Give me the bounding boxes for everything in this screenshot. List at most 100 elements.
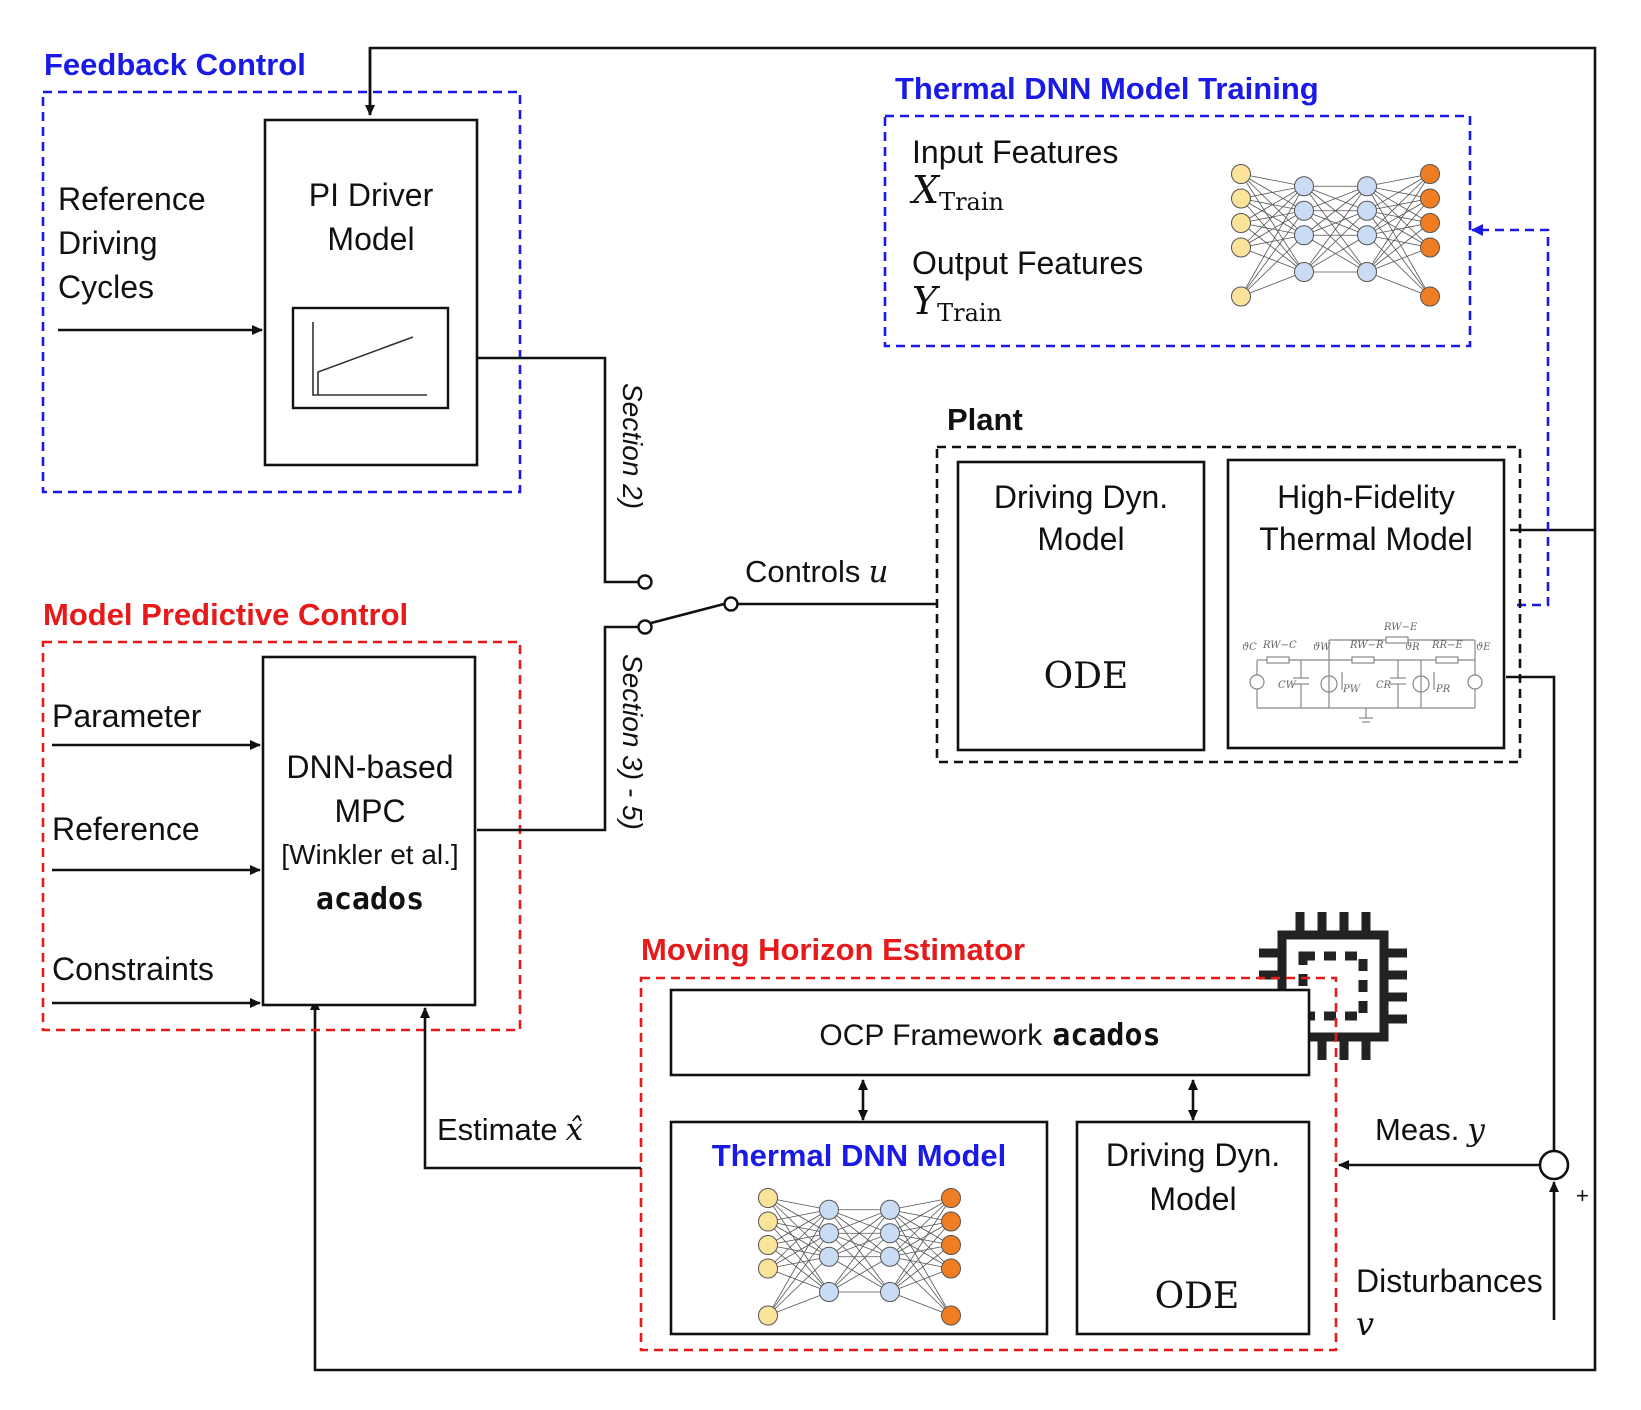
nn-node bbox=[819, 1199, 839, 1220]
measurement-path: + Meas.y Disturbances v bbox=[1338, 675, 1589, 1343]
nn-node bbox=[941, 1188, 961, 1208]
nn-node bbox=[1357, 200, 1377, 221]
svg-text:RW−E: RW−E bbox=[1383, 622, 1418, 633]
dnn-mpc-citation: [Winkler et al.] bbox=[281, 839, 458, 870]
pi-driver-plot bbox=[291, 306, 450, 410]
svg-text:PR: PR bbox=[1435, 684, 1451, 695]
nn-edge bbox=[828, 1209, 891, 1258]
nn-edge bbox=[889, 1268, 952, 1293]
nn-node bbox=[880, 1282, 900, 1302]
nn-edge bbox=[767, 1209, 830, 1269]
constraints-label: Constraints bbox=[52, 951, 214, 987]
mpc-group: Model Predictive Control Parameter Refer… bbox=[41, 597, 522, 1032]
nn-edge bbox=[767, 1209, 830, 1246]
outer-feedback-loop bbox=[310, 46, 1597, 1372]
nn-node bbox=[941, 1211, 961, 1232]
nn-edge bbox=[1240, 185, 1305, 199]
nn-edge bbox=[767, 1291, 830, 1316]
plant-thermal-label-1: High-Fidelity bbox=[1277, 479, 1455, 515]
plus-sign: + bbox=[1576, 1183, 1589, 1208]
plant-thermal-block bbox=[1226, 458, 1506, 750]
mhe-title: Moving Horizon Estimator bbox=[641, 932, 1025, 967]
nn-edge bbox=[767, 1197, 830, 1293]
nn-node bbox=[819, 1282, 839, 1302]
svg-text:ϑE: ϑE bbox=[1476, 642, 1491, 653]
feedback-control-title: Feedback Control bbox=[44, 47, 306, 82]
nn-edge bbox=[828, 1232, 891, 1258]
mhe-neural-network-icon bbox=[758, 1188, 961, 1326]
dnn-mpc-acados: acados bbox=[316, 882, 424, 917]
meas-label: Meas.y bbox=[1375, 1112, 1485, 1148]
nn-node bbox=[1294, 200, 1314, 221]
nn-edge bbox=[767, 1256, 830, 1316]
nn-edge bbox=[1240, 234, 1305, 297]
svg-text:PW: PW bbox=[1342, 684, 1361, 695]
svg-text:ϑW: ϑW bbox=[1313, 642, 1331, 653]
nn-edge bbox=[828, 1232, 891, 1293]
x-train-label: XTrain bbox=[909, 168, 1004, 216]
mhe-thermal-dnn-label: Thermal DNN Model bbox=[712, 1138, 1007, 1173]
nn-node bbox=[758, 1188, 778, 1208]
plant-title: Plant bbox=[947, 402, 1023, 437]
reference-label: Reference bbox=[52, 811, 200, 847]
nn-edge bbox=[889, 1244, 952, 1258]
nn-node bbox=[1420, 213, 1440, 233]
nn-edge bbox=[1303, 210, 1368, 273]
mhe-driving-label-2: Model bbox=[1149, 1181, 1236, 1217]
nn-edge bbox=[889, 1221, 952, 1293]
nn-edge bbox=[828, 1256, 891, 1293]
nn-edge bbox=[767, 1221, 830, 1293]
nn-edge bbox=[1240, 186, 1305, 297]
nn-edge bbox=[1303, 210, 1368, 236]
thermal-circuit-icon bbox=[1249, 636, 1483, 723]
training-title: Thermal DNN Model Training bbox=[895, 71, 1319, 106]
plant-driving-label-2: Model bbox=[1037, 521, 1124, 557]
nn-edge bbox=[889, 1221, 952, 1258]
mhe-driving-label-1: Driving Dyn. bbox=[1106, 1137, 1280, 1173]
pi-driver-label-2: Model bbox=[327, 221, 414, 257]
parameter-label: Parameter bbox=[52, 698, 202, 734]
pi-driver-block bbox=[263, 118, 479, 467]
nn-edge bbox=[889, 1256, 952, 1269]
mpc-title: Model Predictive Control bbox=[43, 597, 408, 632]
nn-node bbox=[1357, 176, 1377, 197]
nn-edge bbox=[1240, 271, 1305, 297]
nn-edge bbox=[1366, 222, 1431, 236]
y-train-label: YTrain bbox=[912, 279, 1002, 327]
nn-edge bbox=[889, 1197, 952, 1211]
nn-edge bbox=[889, 1197, 952, 1234]
nn-node bbox=[1231, 188, 1251, 209]
training-group: Thermal DNN Model Training Input Feature… bbox=[883, 71, 1472, 348]
nn-node bbox=[1420, 188, 1440, 209]
nn-edge bbox=[828, 1209, 891, 1234]
nn-edge bbox=[1240, 173, 1305, 273]
nn-edge bbox=[1366, 271, 1431, 297]
nn-edge bbox=[1366, 173, 1431, 273]
nn-node bbox=[941, 1235, 961, 1255]
svg-text:RR−E: RR−E bbox=[1431, 640, 1463, 651]
nn-edge bbox=[1303, 186, 1368, 273]
output-features-label: Output Features bbox=[912, 245, 1143, 281]
svg-text:RW−R: RW−R bbox=[1349, 640, 1384, 651]
disturbances-symbol: v bbox=[1356, 1305, 1374, 1343]
nn-node bbox=[758, 1235, 778, 1255]
summing-junction bbox=[1538, 1149, 1570, 1181]
mhe-driving-block bbox=[1075, 1120, 1311, 1336]
nn-node bbox=[1294, 262, 1314, 282]
nn-edge bbox=[1366, 247, 1431, 273]
plant-driving-block bbox=[956, 460, 1206, 752]
nn-edge bbox=[1240, 247, 1305, 273]
nn-node bbox=[1231, 286, 1251, 307]
reference-driving-label-3: Cycles bbox=[58, 269, 154, 305]
thermal-circuit-labels: ϑC RW−C ϑW RW−R RW−E ϑR RR−E ϑE CW PW CR… bbox=[1242, 622, 1491, 695]
nn-edge bbox=[1240, 198, 1305, 273]
nn-edge bbox=[1366, 173, 1431, 236]
nn-node bbox=[1231, 237, 1251, 258]
dnn-mpc-block bbox=[261, 655, 477, 1007]
nn-node bbox=[1294, 176, 1314, 197]
